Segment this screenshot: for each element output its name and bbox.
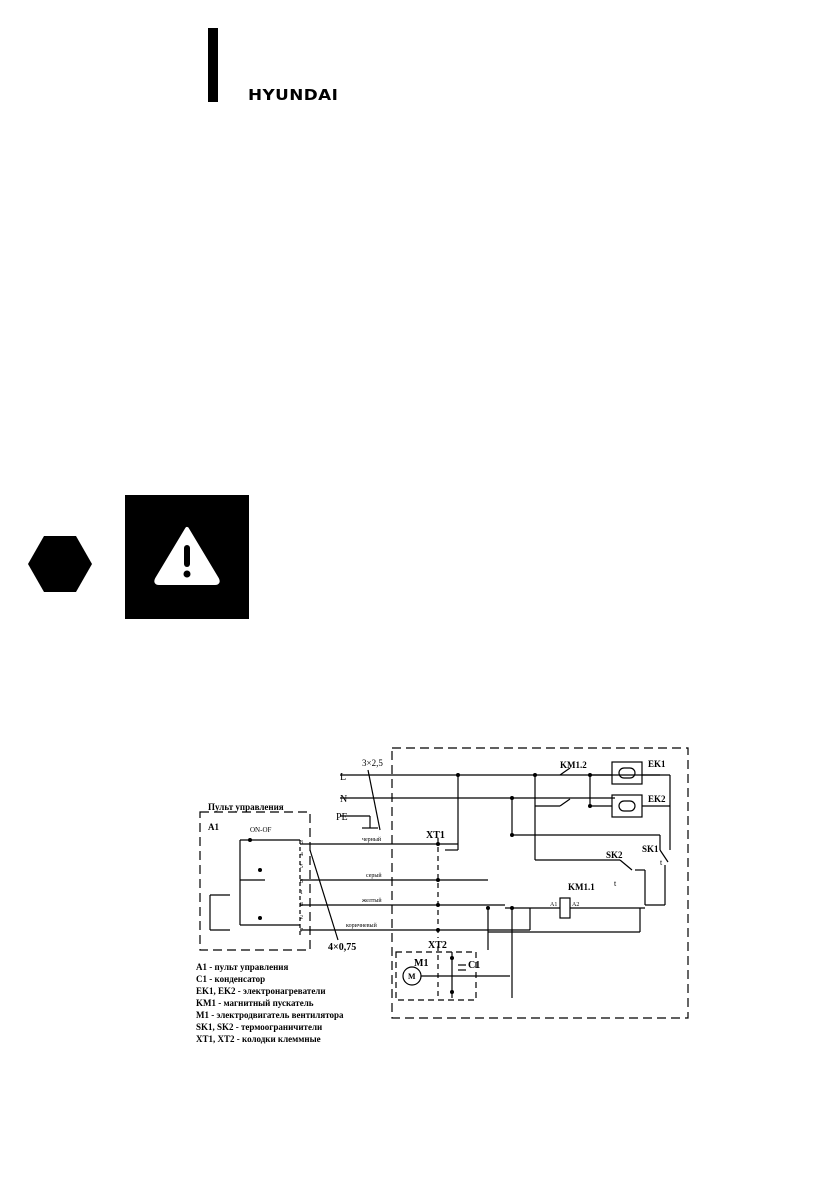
panel-id: A1 <box>208 822 219 832</box>
brand-logo: HYUNDAI <box>248 86 339 104</box>
pin-label: 5 <box>300 864 303 870</box>
km12-label: KM1.2 <box>560 760 587 770</box>
pin-label: 6 <box>300 879 303 885</box>
sk1-label: SK1 <box>642 844 659 854</box>
pin-label: 3 <box>300 840 303 846</box>
pin-label: 7 <box>300 928 303 934</box>
line-pe-label: PE <box>336 812 348 823</box>
sk1-t-label: t <box>660 858 663 867</box>
line-l-label: L <box>340 772 346 783</box>
motor-label: M1 <box>414 958 428 969</box>
sk2-t-label: t <box>614 879 617 888</box>
panel-title: Пульт управления <box>208 802 284 812</box>
km11-label: KM1.1 <box>568 882 595 892</box>
wire-black-label: черный <box>362 836 382 843</box>
legend-item: XT1, XT2 - колодки клеммные <box>196 1034 321 1044</box>
legend-item: C1 - конденсатор <box>196 974 265 984</box>
xt2-label: XT2 <box>428 940 447 951</box>
legend-item: EK1, EK2 - электронагреватели <box>196 986 326 996</box>
hexagon-icon <box>28 536 92 592</box>
ek1-label: EK1 <box>648 759 666 769</box>
header-bar <box>208 28 218 102</box>
line-n-label: N <box>340 794 347 805</box>
cable-main-label: 3×2,5 <box>362 758 383 768</box>
wire-yellow-label: желтый <box>361 897 382 904</box>
capacitor-label: C1 <box>468 960 480 971</box>
coil-a2-label: A2 <box>572 902 579 908</box>
cable-control-label: 4×0,75 <box>328 942 356 953</box>
motor-symbol: M <box>408 972 416 981</box>
wiring-diagram: 3×2,5 L N PE KM1.2 EK1 EK2 XT1 SK1 t SK2… <box>190 740 700 1050</box>
pin-label: 1 <box>300 890 303 896</box>
warning-box <box>125 495 249 619</box>
ek2-label: EK2 <box>648 794 666 804</box>
legend-item: A1 - пульт управления <box>196 962 288 972</box>
sk2-label: SK2 <box>606 850 623 860</box>
legend-item: SK1, SK2 - термоограничители <box>196 1022 322 1032</box>
wire-brown-label: коричневый <box>346 922 378 929</box>
coil-a1-label: A1 <box>550 902 557 908</box>
switch-label: ON-OF <box>250 826 271 834</box>
wire-gray-label: серый <box>366 872 382 879</box>
legend-item: KM1 - магнитный пускатель <box>196 998 314 1008</box>
pin-label: 4 <box>300 852 303 858</box>
warning-triangle-icon <box>154 527 220 585</box>
pin-label: 8 <box>300 902 303 908</box>
legend-item: M1 - электродвигатель вентилятора <box>196 1010 344 1020</box>
pin-label: 2 <box>300 915 303 921</box>
xt1-label: XT1 <box>426 830 445 841</box>
